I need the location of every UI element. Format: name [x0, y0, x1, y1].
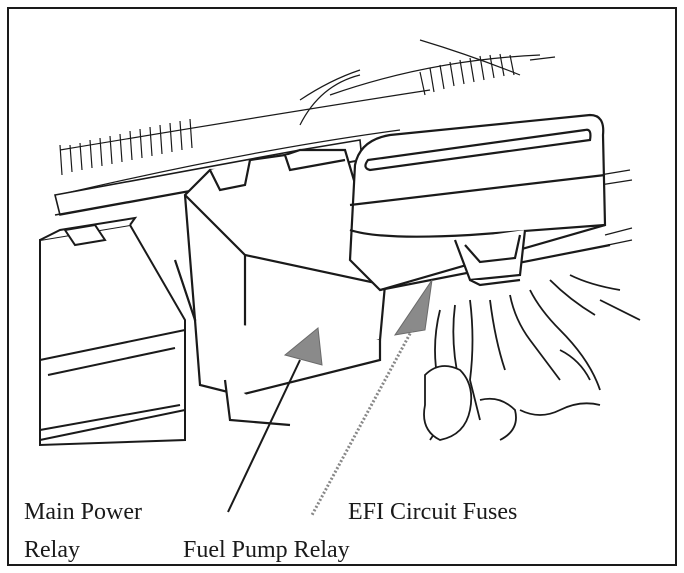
background-hatching — [57, 39, 633, 246]
figure-frame — [7, 7, 677, 566]
fuse-wiring — [423, 274, 641, 441]
label-fuel-pump-relay: Fuel Pump Relay — [183, 537, 350, 563]
label-main-power-relay-line1: Main Power — [24, 499, 142, 525]
label-main-power-relay-line2: Relay — [24, 537, 80, 563]
main-power-relay-block — [39, 216, 186, 447]
label-efi-circuit-fuses: EFI Circuit Fuses — [348, 499, 518, 525]
efi-arrow-head — [393, 279, 433, 336]
fuel-pump-leader-line — [227, 359, 301, 513]
fuel-pump-arrow-head — [283, 327, 323, 366]
fuel-pump-relay-block — [173, 148, 387, 427]
efi-fuse-box — [348, 113, 611, 292]
efi-leader-line — [310, 329, 414, 516]
